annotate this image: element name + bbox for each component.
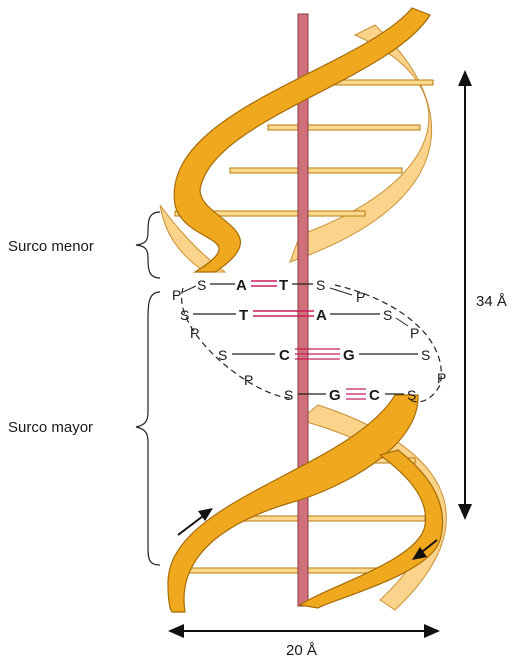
minor-groove-brace — [135, 211, 161, 279]
sugar-label: S — [218, 347, 227, 363]
major-groove-brace — [135, 291, 161, 566]
base-right: T — [279, 277, 288, 294]
bp-row-2: S T A S P P — [180, 307, 419, 341]
width-dimension — [168, 624, 440, 638]
pitch-dimension — [458, 70, 472, 520]
phosphate-label: P — [172, 287, 181, 303]
phosphate-label: P — [244, 372, 253, 388]
sugar-label: S — [407, 387, 416, 403]
bp-row-3: S C G S P P — [218, 347, 446, 388]
sugar-label: S — [316, 277, 325, 293]
bp-row-1: P S A T S P — [172, 277, 365, 305]
base-right: C — [369, 387, 380, 404]
base-left: G — [329, 387, 341, 404]
strand-direction-arrow-down — [412, 539, 438, 560]
major-groove-label: Surco mayor — [8, 419, 93, 436]
sugar-label: S — [284, 387, 293, 403]
sugar-label: S — [197, 277, 206, 293]
base-left: C — [279, 347, 290, 364]
phosphate-label: P — [190, 325, 199, 341]
base-left: T — [239, 307, 248, 324]
front-strand-bottom — [167, 394, 444, 613]
sugar-label: S — [421, 347, 430, 363]
phosphate-label: P — [410, 325, 419, 341]
sugar-label: S — [180, 307, 189, 323]
strand-direction-arrow-up — [177, 508, 213, 536]
width-label: 20 Å — [286, 642, 317, 659]
phosphate-label: P — [437, 370, 446, 386]
backbone-dashed-loop — [180, 284, 442, 403]
base-right: A — [316, 307, 327, 324]
base-right: G — [343, 347, 355, 364]
sugar-label: S — [383, 307, 392, 323]
front-strand-top — [173, 7, 431, 273]
phosphate-label: P — [356, 289, 365, 305]
bp-row-4: S G C S — [284, 387, 416, 404]
base-left: A — [236, 277, 247, 294]
minor-groove-label: Surco menor — [8, 238, 94, 255]
pitch-label: 34 Å — [476, 293, 507, 310]
